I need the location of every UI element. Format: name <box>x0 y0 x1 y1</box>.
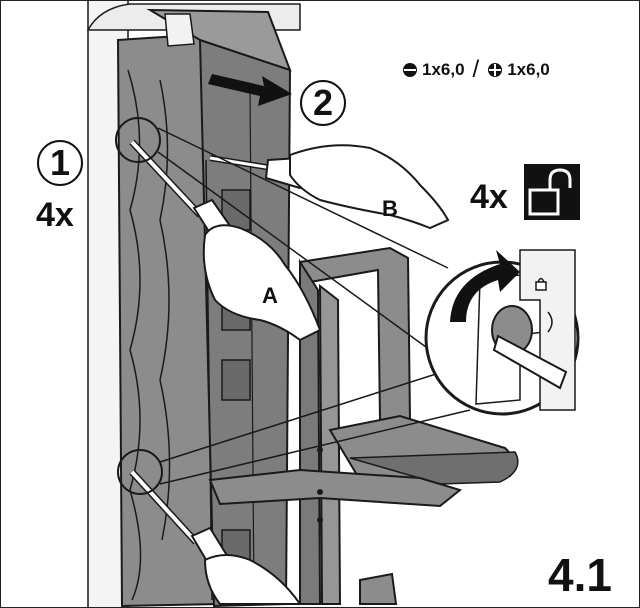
slide-arrow-icon <box>208 74 292 106</box>
carrier-handle <box>208 246 519 605</box>
detail-magnifier <box>424 249 580 416</box>
unlocked-padlock-icon <box>524 164 580 220</box>
hand-a <box>202 224 322 342</box>
spec-separator: / <box>472 56 480 83</box>
hand-b-label: B <box>382 196 398 221</box>
flat-screwdriver-size: 1x6,0 <box>422 60 465 79</box>
leader-line-lower-2 <box>159 409 471 485</box>
leader-line-upper-2 <box>157 151 431 351</box>
step-2-badge: 2 <box>300 80 346 126</box>
hand-a-label: A <box>262 283 278 308</box>
step-number: 4.1 <box>548 549 612 601</box>
cross-screwdriver-size: 1x6,0 <box>507 60 550 79</box>
leader-line-lower-1 <box>159 373 437 463</box>
flat-screwdriver-icon <box>403 63 417 77</box>
screw-circle-lower <box>117 449 163 495</box>
screw-circle-upper <box>115 117 161 163</box>
hand-b <box>289 144 450 230</box>
unlock-count: 4x <box>470 178 508 216</box>
screwdriver-lower <box>129 469 302 605</box>
step-1-badge: 1 <box>37 140 83 186</box>
step-1-count: 4x <box>36 196 74 234</box>
cross-screwdriver-icon <box>488 63 503 77</box>
screwdriver-spec: 1x6,0 / 1x6,0 <box>402 56 550 84</box>
leader-line-upper-1 <box>157 127 449 269</box>
